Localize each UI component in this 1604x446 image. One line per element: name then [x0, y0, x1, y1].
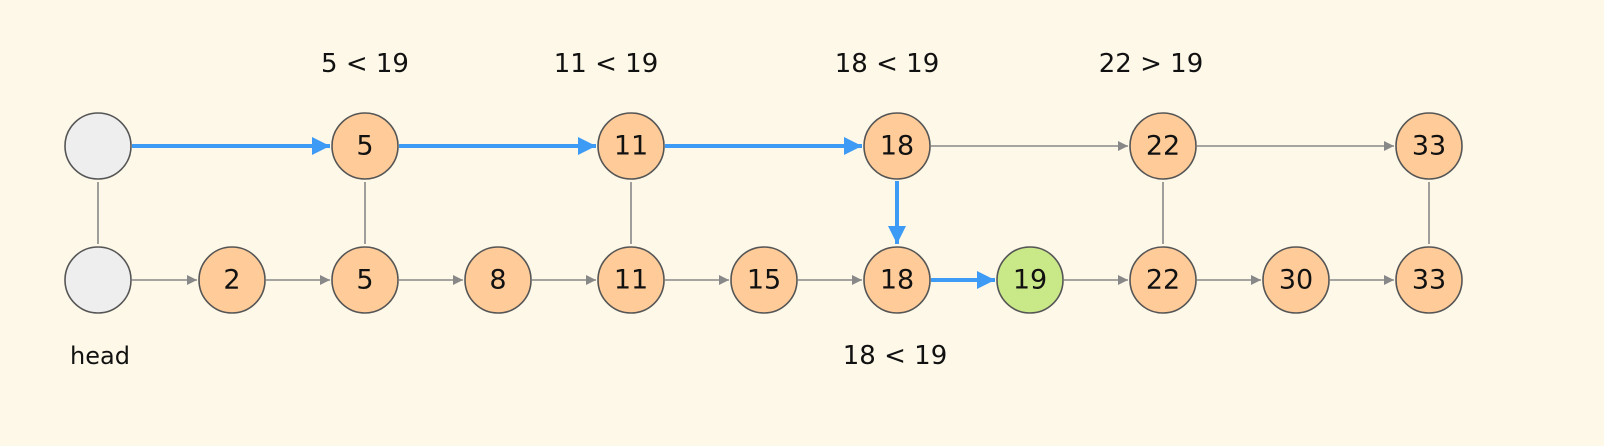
labels: 5 < 19 11 < 19 18 < 19 22 > 19 18 < 19 h… — [70, 49, 1203, 371]
lower-node-circle — [1395, 246, 1463, 314]
lower-node: 30 — [1262, 246, 1330, 314]
upper-node-circle — [1129, 112, 1197, 180]
upper-node-label: 18 — [880, 131, 914, 162]
lower-node: 18 — [863, 246, 931, 314]
lower-node-circle — [730, 246, 798, 314]
lower-node-label: 5 — [356, 265, 373, 296]
lower-node: 8 — [464, 246, 532, 314]
lower-node-label: 33 — [1412, 265, 1446, 296]
nodes: 5 11 18 22 33 2 5 8 — [64, 112, 1463, 314]
upper-node-circle — [863, 112, 931, 180]
upper-node-circle — [597, 112, 665, 180]
lower-node-circle — [464, 246, 532, 314]
target-node-circle — [996, 246, 1064, 314]
lower-node-label: 8 — [489, 265, 506, 296]
upper-node: 11 — [597, 112, 665, 180]
lower-node: 15 — [730, 246, 798, 314]
comparison-label: 5 < 19 — [321, 49, 409, 79]
lower-node: 5 — [331, 246, 399, 314]
comparison-label: 11 < 19 — [554, 49, 658, 79]
upper-node-circle — [1395, 112, 1463, 180]
lower-node-label: 15 — [747, 265, 781, 296]
lower-node-label: 2 — [223, 265, 240, 296]
upper-node-circle — [331, 112, 399, 180]
upper-node-label: 33 — [1412, 131, 1446, 162]
lower-node-circle — [1262, 246, 1330, 314]
upper-node: 18 — [863, 112, 931, 180]
head-node-bottom — [64, 246, 132, 314]
head-node-top — [64, 112, 132, 180]
lower-node-circle — [863, 246, 931, 314]
lower-node-label: 22 — [1146, 265, 1180, 296]
lower-node: 22 — [1129, 246, 1197, 314]
upper-node: 5 — [331, 112, 399, 180]
lower-node: 2 — [198, 246, 266, 314]
lower-node-circle — [198, 246, 266, 314]
upper-node: 33 — [1395, 112, 1463, 180]
upper-node-label: 22 — [1146, 131, 1180, 162]
head-label: head — [70, 342, 130, 370]
upper-node-label: 5 — [356, 131, 373, 162]
upper-node: 22 — [1129, 112, 1197, 180]
lower-node-circle — [597, 246, 665, 314]
lower-node-circle — [1129, 246, 1197, 314]
edges — [97, 137, 1430, 289]
comparison-label: 18 < 19 — [843, 341, 947, 371]
comparison-label: 22 > 19 — [1099, 49, 1203, 79]
lower-node-label: 30 — [1279, 265, 1313, 296]
comparison-label: 18 < 19 — [835, 49, 939, 79]
lower-node: 33 — [1395, 246, 1463, 314]
lower-node-label: 18 — [880, 265, 914, 296]
lower-node: 11 — [597, 246, 665, 314]
target-node-label: 19 — [1013, 265, 1047, 296]
lower-node-circle — [331, 246, 399, 314]
lower-node-label: 11 — [614, 265, 648, 296]
upper-node-label: 11 — [614, 131, 648, 162]
target-node: 19 — [996, 246, 1064, 314]
